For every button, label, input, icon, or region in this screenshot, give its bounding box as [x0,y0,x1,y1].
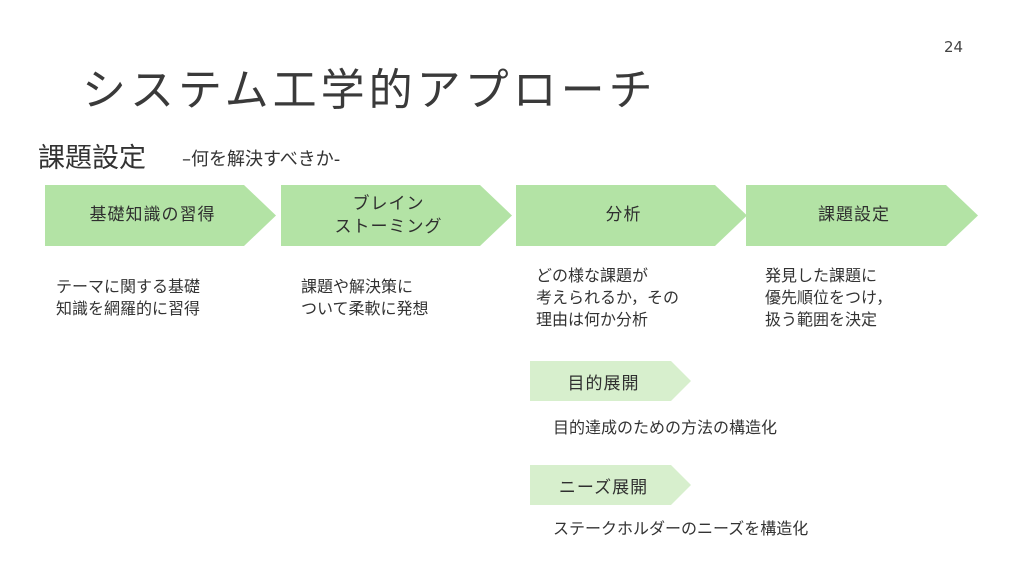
sub-step-needs-deployment: ニーズ展開 [530,465,691,505]
process-step-brainstorming: ブレイン ストーミング [281,185,512,246]
process-step-knowledge: 基礎知識の習得 [45,185,276,246]
step-label: 課題設定 [818,205,890,225]
step-label: ブレイン ストーミング [334,193,443,237]
process-step-problem-setting: 課題設定 [746,185,978,246]
section-heading: 課題設定 [38,143,146,174]
process-step-analysis: 分析 [516,185,747,246]
step-description-brainstorming: 課題や解決策に ついて柔軟に発想 [301,277,429,318]
step-label: 基礎知識の習得 [89,205,216,225]
page-number: 24 [944,38,964,56]
sub-step-description-purpose: 目的達成のための方法の構造化 [553,418,778,437]
step-description-analysis: どの様な課題が 考えられるか，その 理由は何か分析 [536,266,680,329]
sub-step-label: ニーズ展開 [558,477,649,498]
step-label: 分析 [605,205,642,225]
sub-step-description-needs: ステークホルダーのニーズを構造化 [553,519,809,538]
sub-step-purpose-deployment: 目的展開 [530,361,691,401]
step-description-problem-setting: 発見した課題に 優先順位をつけ， 扱う範囲を決定 [765,266,893,329]
section-subheading: –何を解決すべきか- [182,149,341,170]
sub-step-label: 目的展開 [567,373,640,394]
step-description-knowledge: テーマに関する基礎 知識を網羅的に習得 [56,277,201,318]
slide-title: システム工学的アプローチ [82,65,657,116]
